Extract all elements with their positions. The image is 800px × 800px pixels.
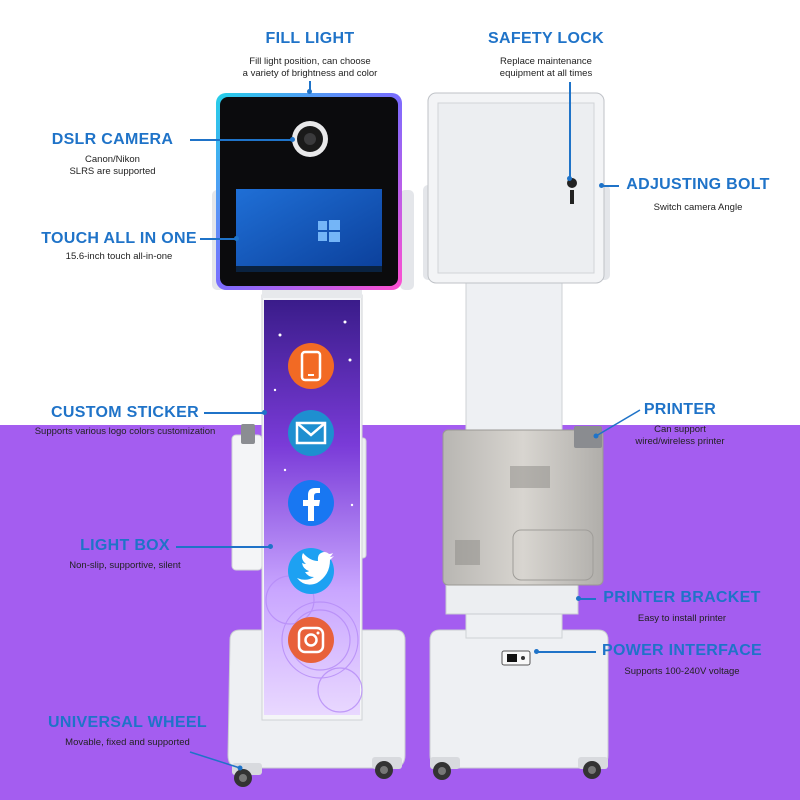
callout-title: SAFETY LOCK (488, 30, 604, 47)
wheel (430, 757, 460, 780)
leader-dot (290, 137, 295, 142)
callout-desc: 15.6-inch touch all-in-one (65, 251, 173, 262)
callout-title: FILL LIGHT (265, 30, 355, 47)
callout-title: TOUCH ALL IN ONE (41, 230, 197, 247)
twitter-icon (288, 548, 334, 594)
callout-custom-sticker: CUSTOM STICKER Supports various logo col… (20, 404, 230, 438)
callout-desc: Movable, fixed and supported (65, 737, 190, 748)
wheel (578, 757, 608, 779)
callout-desc: Replace maintenance (500, 56, 592, 67)
callout-desc: SLRS are supported (69, 166, 156, 177)
wheel (372, 757, 402, 779)
phone-icon (288, 343, 334, 389)
leader-dot (268, 544, 273, 549)
callout-title: ADJUSTING BOLT (626, 176, 770, 193)
callout-fill-light: FILL LIGHT Fill light position, can choo… (210, 30, 410, 80)
callout-dslr-camera: DSLR CAMERA Canon/Nikon SLRS are support… (50, 131, 175, 178)
callout-title: CUSTOM STICKER (51, 404, 199, 421)
callout-desc: equipment at all times (499, 68, 593, 79)
instagram-icon (288, 617, 334, 663)
callout-touch-all-in-one: TOUCH ALL IN ONE 15.6-inch touch all-in-… (34, 230, 204, 263)
callout-power-interface: POWER INTERFACE Supports 100-240V voltag… (592, 642, 772, 678)
front-booth (212, 93, 414, 787)
leader-dot (234, 236, 239, 241)
camera-lens (292, 121, 328, 157)
leader-line (569, 82, 571, 178)
leader-dot (567, 176, 572, 181)
callout-universal-wheel: UNIVERSAL WHEEL Movable, fixed and suppo… (30, 714, 225, 749)
leader-line (601, 185, 619, 187)
callout-title: PRINTER (643, 401, 717, 418)
leader-line (204, 412, 264, 414)
callout-desc: wired/wireless printer (635, 436, 725, 447)
leader-dot (576, 596, 581, 601)
leader-dot (599, 183, 604, 188)
callout-desc: Can support (654, 424, 706, 435)
callout-desc: Non-slip, supportive, silent (69, 560, 181, 571)
wheel (232, 763, 262, 787)
callout-desc: a variety of brightness and color (242, 68, 378, 79)
callout-safety-lock: SAFETY LOCK Replace maintenance equipmen… (446, 30, 646, 80)
leader-line (200, 238, 236, 240)
callout-title: POWER INTERFACE (601, 642, 763, 659)
leader-line (578, 598, 596, 600)
callout-printer-bracket: PRINTER BRACKET Easy to install printer (592, 589, 772, 625)
callout-printer: PRINTER Can support wired/wireless print… (600, 401, 760, 448)
printer-body (442, 429, 604, 586)
facebook-icon (288, 480, 334, 526)
leader-dot (262, 410, 267, 415)
leader-line (190, 139, 292, 141)
leader-line (536, 651, 596, 653)
leader-dot (534, 649, 539, 654)
callout-title: PRINTER BRACKET (603, 589, 761, 606)
touch-screen (236, 189, 382, 272)
callout-title: LIGHT BOX (80, 537, 170, 554)
callout-title: DSLR CAMERA (51, 131, 174, 148)
leader-line (309, 81, 311, 93)
callout-desc: Canon/Nikon (85, 154, 140, 165)
callout-desc: Supports 100-240V voltage (624, 666, 740, 677)
leader-dot (307, 89, 312, 94)
leader-line (176, 546, 270, 548)
callout-title: UNIVERSAL WHEEL (48, 714, 207, 731)
callout-adjusting-bolt: ADJUSTING BOLT Switch camera Angle (618, 176, 778, 214)
callout-desc: Fill light position, can choose (249, 56, 371, 67)
callout-desc: Switch camera Angle (653, 202, 743, 213)
callout-desc: Supports various logo colors customizati… (34, 426, 216, 437)
callout-light-box: LIGHT BOX Non-slip, supportive, silent (55, 537, 195, 572)
callout-desc: Easy to install printer (637, 613, 727, 624)
back-booth (423, 92, 610, 780)
mail-icon (288, 410, 334, 456)
